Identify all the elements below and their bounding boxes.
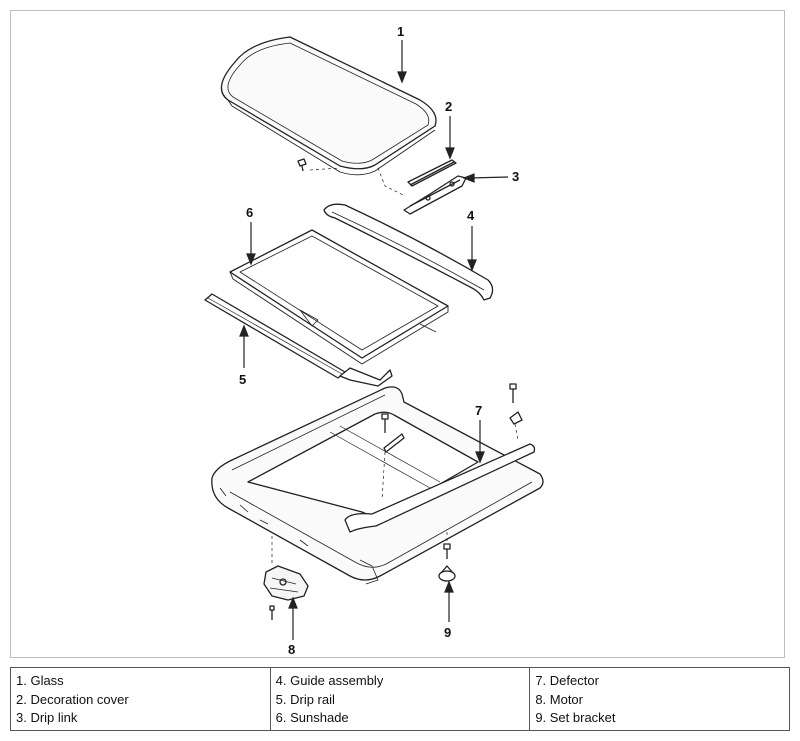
callout-8: 8 [288,642,296,657]
legend-row: 1. Glass 2. Decoration cover 3. Drip lin… [10,667,790,731]
set-bracket-part [438,532,456,582]
legend-item: 4. Guide assembly [275,673,384,688]
sunroof-frame-part [211,386,544,585]
legend-item: 9. Set bracket [535,710,616,725]
leader-arrows [239,40,509,640]
callout-3: 3 [512,169,520,184]
callout-1: 1 [397,24,405,39]
deflector-part [344,443,536,533]
callout-7: 7 [475,403,483,418]
legend-item: 2. Decoration cover [16,691,129,707]
legend-item: 1. Glass [16,673,64,688]
legend-item: 8. Motor [535,691,583,707]
leader-arrow-3 [469,176,509,179]
legend-column: 4. Guide assembly 5. Drip rail 6. Sunsha… [269,667,531,731]
drip-rail-part [204,293,393,387]
callout-9: 9 [444,625,452,640]
callout-2: 2 [445,99,453,114]
sunshade-part [229,229,449,365]
callout-6: 6 [246,205,254,220]
legend-item: 5. Drip rail [275,691,335,707]
sunroof-exploded-diagram [204,36,544,640]
callout-4: 4 [467,208,475,223]
decoration-cover-part [407,159,457,187]
legend-item: 7. Defector [535,673,599,688]
legend-column: 1. Glass 2. Decoration cover 3. Drip lin… [10,667,271,731]
guide-assembly-part [323,203,494,301]
drip-link-part [403,175,467,215]
legend-item: 3. Drip link [16,710,78,725]
legend-column: 7. Defector 8. Motor 9. Set bracket [529,667,790,731]
motor-part [263,536,309,620]
glass-part [220,36,437,176]
diagram-frame [10,10,785,658]
glass-mount-screw [297,158,406,197]
callout-5: 5 [239,372,247,387]
parts-legend-table: 1. Glass 2. Decoration cover 3. Drip lin… [10,667,790,731]
legend-item: 6. Sunshade [275,710,349,725]
frame-bolt [381,383,523,501]
